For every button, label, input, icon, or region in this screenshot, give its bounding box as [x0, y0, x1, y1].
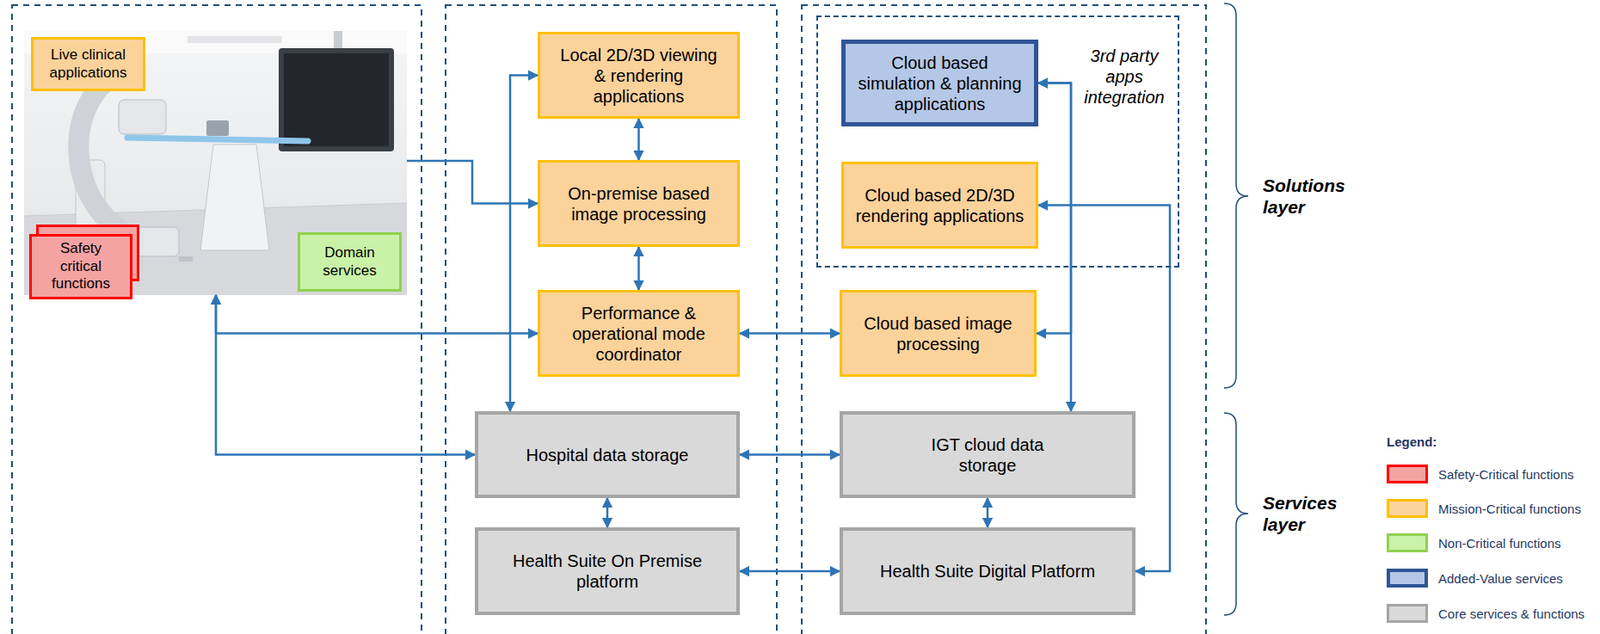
box-text: Cloud based image processing	[861, 313, 1016, 355]
connector-arrow	[510, 75, 538, 413]
box-text: 3rd party apps integration	[1077, 45, 1171, 108]
connector-arrow	[637, 118, 640, 160]
connector-arrow	[1036, 83, 1071, 334]
core-service-box: Health Suite On Premise platform	[474, 527, 740, 616]
room-wall	[24, 30, 407, 296]
layer-label: Services layer	[1262, 492, 1358, 536]
legend-title: Legend:	[1386, 434, 1437, 450]
box-text: Hospital data storage	[525, 444, 689, 466]
legend-swatch	[1386, 568, 1428, 588]
core-service-box: Hospital data storage	[474, 411, 740, 499]
monitor-frame	[278, 48, 394, 152]
legend-row: Added-Value services	[1386, 568, 1564, 588]
box-text: Health Suite On Premise platform	[504, 550, 711, 592]
mission-critical-box: Cloud based image processing	[839, 289, 1037, 377]
integration-region: 3rd party apps integration Cloud based si…	[816, 15, 1180, 268]
box-text: Health Suite Digital Platform	[880, 560, 1096, 582]
connector-arrow	[215, 295, 538, 334]
non-critical-box: Domain services	[297, 232, 402, 292]
patient-table	[127, 137, 308, 142]
legend-text: Mission-Critical functions	[1438, 501, 1582, 517]
legend-swatch	[1386, 533, 1428, 553]
connector-arrow	[739, 453, 840, 456]
legend-swatch	[1386, 464, 1428, 484]
x-ray-tube	[135, 227, 179, 257]
mission-critical-box: Local 2D/3D viewing & rendering applicat…	[537, 31, 740, 119]
connector-arrow	[1038, 83, 1071, 413]
box-text: Local 2D/3D viewing & rendering applicat…	[553, 44, 726, 107]
legend-text: Non-Critical functions	[1438, 535, 1562, 551]
table-pedestal	[200, 144, 270, 251]
layer-label: Solutions layer	[1262, 174, 1358, 218]
monitor-mount	[333, 30, 343, 50]
connector-arrow	[637, 246, 640, 290]
monitor-screen	[283, 53, 389, 147]
legend-text: Added-Value services	[1438, 571, 1564, 586]
dashed-panel	[801, 5, 1207, 634]
box-text: Cloud based simulation & planning applic…	[852, 52, 1028, 115]
detector	[118, 99, 167, 135]
legend-row: Non-Critical functions	[1386, 533, 1562, 553]
box-text: IGT cloud data storage	[918, 434, 1057, 476]
layer-brace	[1224, 3, 1249, 388]
legend-text: Safety-Critical functions	[1438, 467, 1575, 482]
connector-arrow	[215, 295, 475, 456]
dashed-panel	[445, 5, 777, 634]
box-text: Performance & operational mode coordinat…	[561, 302, 717, 365]
legend-text: Core services & functions	[1438, 606, 1585, 622]
mission-critical-box: Performance & operational mode coordinat…	[537, 289, 740, 377]
box-text: Domain services	[311, 244, 389, 280]
added-value-box: Cloud based simulation & planning applic…	[841, 39, 1039, 127]
legend-row: Core services & functions	[1386, 603, 1585, 623]
legend-row: Mission-Critical functions	[1386, 498, 1582, 518]
layer-brace	[1224, 412, 1249, 616]
legend-row: Safety-Critical functions	[1386, 464, 1575, 484]
connector-arrow	[739, 570, 840, 573]
box-text: On-premise based image processing	[561, 183, 717, 225]
table-tablet	[206, 120, 229, 136]
legend-swatch	[1386, 603, 1428, 623]
mission-critical-box: On-premise based image processing	[537, 160, 740, 247]
connector-arrow	[606, 498, 610, 528]
ceiling-light	[187, 36, 283, 44]
mission-critical-box: Cloud based 2D/3D rendering applications	[841, 161, 1039, 249]
c-arm	[78, 69, 154, 247]
connector-arrow	[406, 160, 538, 204]
floor-pedal	[178, 256, 193, 262]
connector-arrow	[1038, 205, 1170, 573]
core-service-box: IGT cloud data storage	[839, 411, 1136, 499]
connector-arrow	[739, 332, 840, 335]
box-text: Safety critical functions	[46, 240, 116, 293]
photo-frame: Live clinical applicationsSafety critica…	[24, 30, 407, 296]
core-service-box: Health Suite Digital Platform	[839, 527, 1136, 616]
connector-arrow	[986, 498, 990, 528]
box-text: Cloud based 2D/3D rendering applications	[850, 184, 1029, 227]
safety-critical-box: Safety critical functions	[29, 233, 133, 300]
box-text: Live clinical applications	[36, 46, 140, 82]
mission-critical-box: Live clinical applications	[30, 36, 146, 92]
legend-swatch	[1386, 498, 1428, 518]
